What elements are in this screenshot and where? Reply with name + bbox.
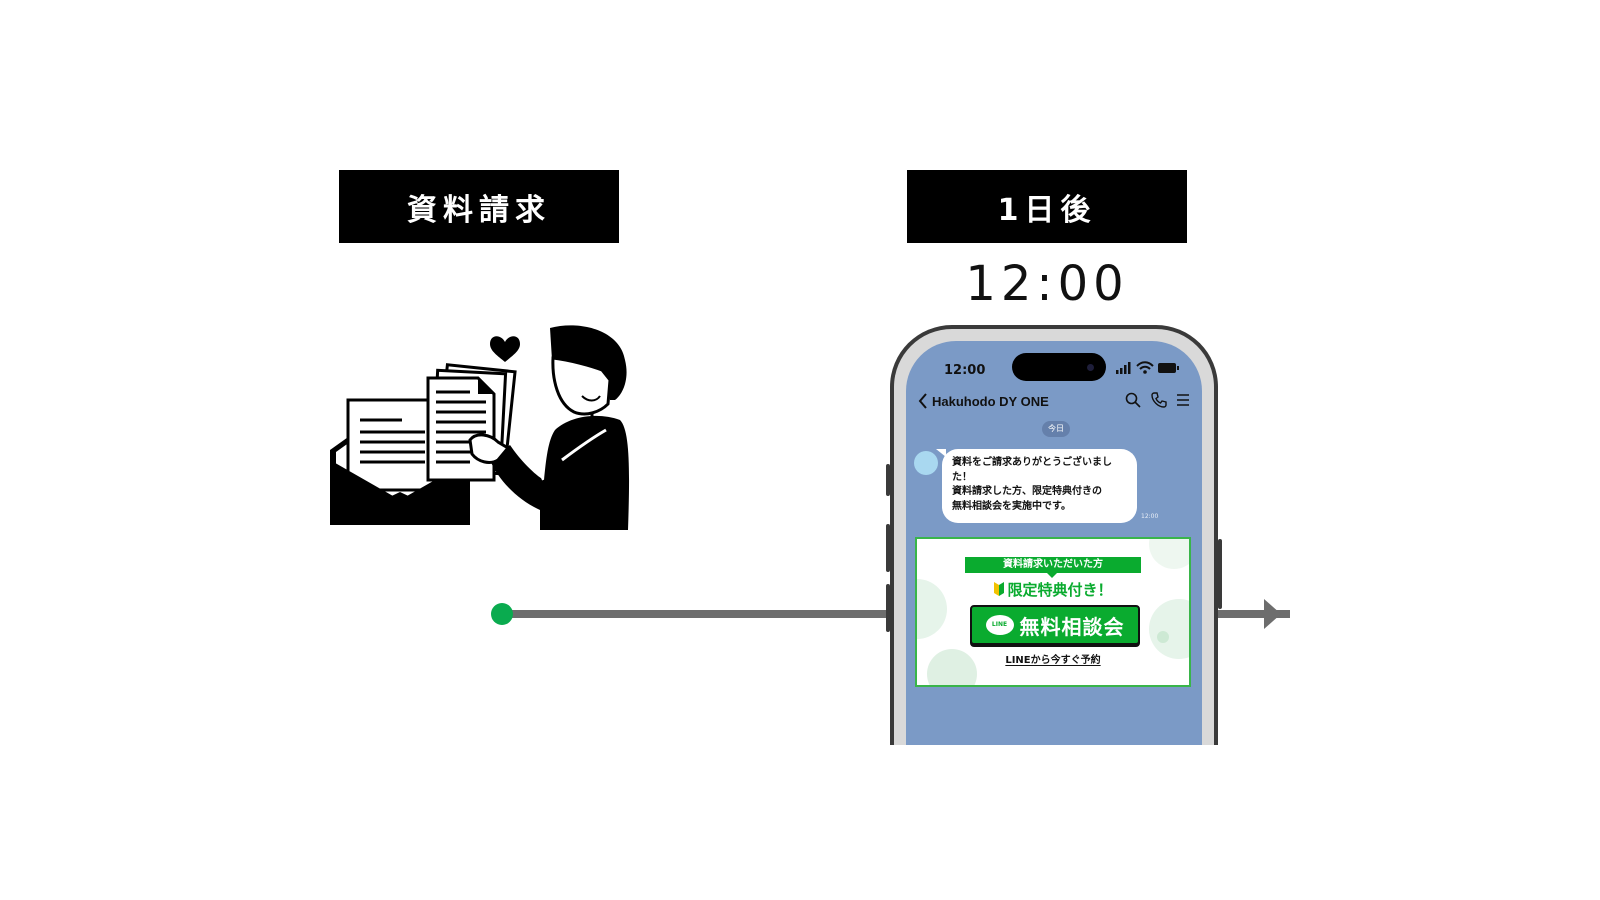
avatar[interactable] <box>914 451 938 475</box>
chat-title: Hakuhodo DY ONE <box>932 393 1049 409</box>
heart-icon <box>490 336 520 362</box>
decorative-circle <box>1149 539 1189 569</box>
reserve-link-text: LINEから今すぐ予約 <box>1005 655 1101 666</box>
camera-icon <box>1087 364 1094 371</box>
phone-side-button <box>886 584 890 632</box>
message-timestamp: 12:00 <box>1141 513 1159 520</box>
smartphone-mockup: 12:00 Hakuhodo DY ONE <box>886 325 1222 745</box>
phone-side-button <box>886 524 890 572</box>
signal-icon <box>1116 362 1131 374</box>
banner-ribbon: 資料請求いただいた方 <box>965 557 1141 573</box>
banner-headline: 限定特典付き！ <box>917 579 1189 600</box>
message-text: 無料相談会を実施中です。 <box>952 500 1071 512</box>
back-chevron-icon[interactable] <box>916 391 930 411</box>
button-label: 無料相談会 <box>1019 614 1125 639</box>
envelope-icon <box>330 398 470 525</box>
timeline-start-dot <box>491 603 513 625</box>
search-icon[interactable] <box>1124 391 1142 409</box>
decorative-circle <box>1157 631 1169 643</box>
decorative-circle <box>927 649 977 685</box>
battery-icon <box>1158 363 1179 373</box>
message-text: た！ <box>952 471 972 483</box>
banner-ribbon-tip <box>1047 573 1057 578</box>
chat-message-bubble: 資料をご請求ありがとうございまし た！ 資料請求した方、限定特典付きの 無料相談… <box>942 449 1137 523</box>
date-chip: 今日 <box>1042 421 1070 437</box>
status-bar-time: 12:00 <box>944 363 986 378</box>
person-icon <box>468 325 630 530</box>
line-app-icon: LINE <box>985 615 1014 635</box>
phone-call-icon[interactable] <box>1150 391 1168 409</box>
timeline-arrow-icon <box>1264 599 1281 629</box>
person-with-documents-illustration <box>330 325 630 530</box>
time-caption: 12:00 <box>965 256 1129 312</box>
consultation-banner[interactable]: 資料請求いただいた方 限定特典付き！ LINE 無料相談会 LINEから今すぐ予… <box>915 537 1191 687</box>
phone-side-button <box>1218 539 1222 609</box>
wifi-icon <box>1136 361 1154 374</box>
bubble-tail <box>936 449 946 457</box>
menu-icon[interactable] <box>1174 391 1192 409</box>
free-consultation-button[interactable]: LINE 無料相談会 <box>970 605 1140 645</box>
step-label-document-request: 資料請求 <box>339 170 619 243</box>
dynamic-island <box>1012 353 1106 381</box>
status-icons <box>1116 361 1179 374</box>
chat-header: Hakuhodo DY ONE <box>916 389 1192 413</box>
beginner-mark-icon <box>994 582 1005 596</box>
phone-side-button <box>886 464 890 496</box>
message-text: 資料をご請求ありがとうございまし <box>952 457 1112 468</box>
decorative-circle <box>1149 599 1189 659</box>
reserve-link[interactable]: LINEから今すぐ予約 <box>917 651 1189 666</box>
banner-headline-text: 限定特典付き！ <box>1007 581 1113 599</box>
phone-screen: 12:00 Hakuhodo DY ONE <box>906 341 1202 745</box>
message-text: 資料請求した方、限定特典付きの <box>952 486 1102 497</box>
step-label-one-day-later: 1日後 <box>907 170 1187 243</box>
